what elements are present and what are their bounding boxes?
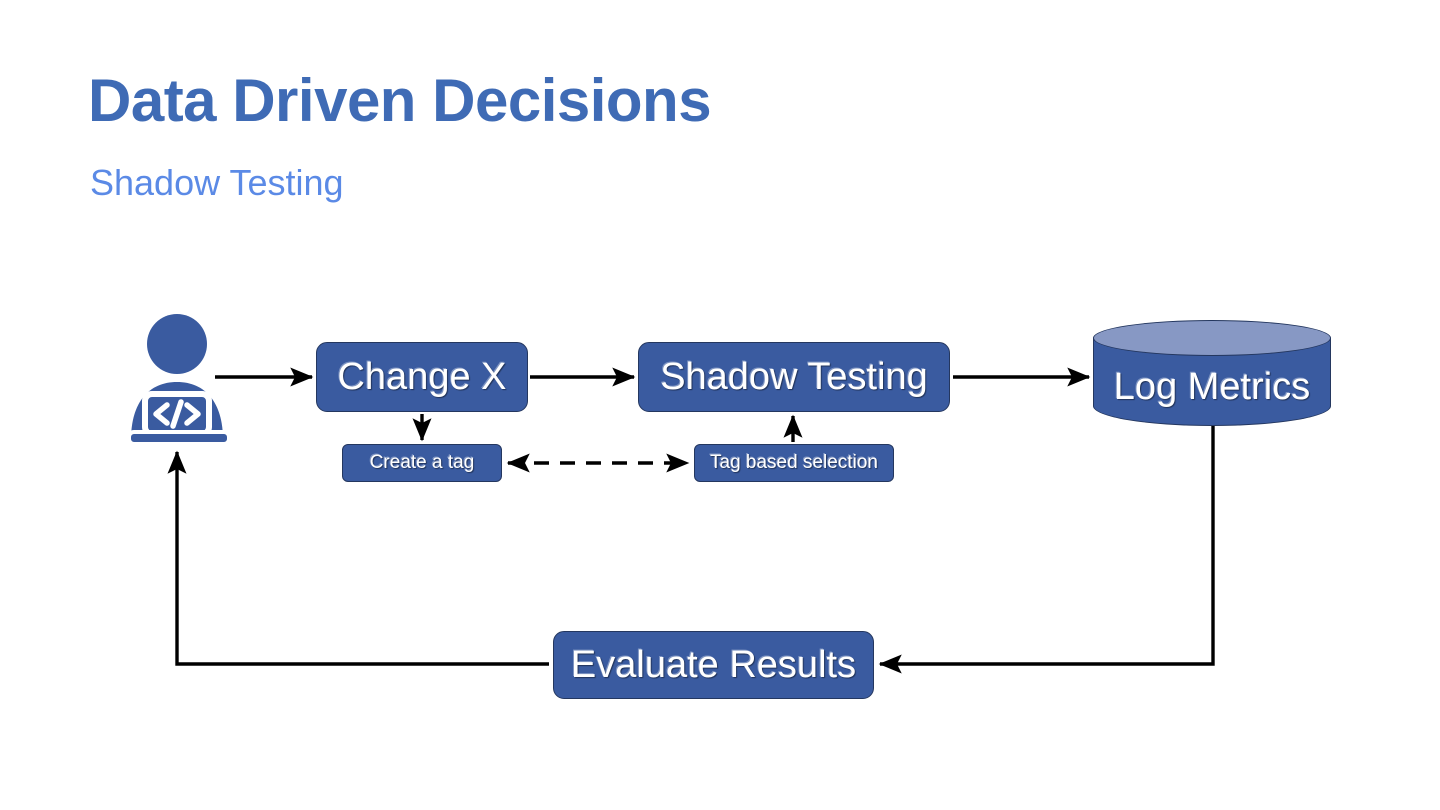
cylinder-body — [1093, 338, 1331, 426]
node-create-a-tag[interactable]: Create a tag — [342, 444, 502, 482]
node-change-x-label: Change X — [337, 355, 507, 398]
node-shadow-testing-label: Shadow Testing — [660, 355, 928, 398]
code-glyph-icon — [153, 399, 201, 429]
node-evaluate-results[interactable]: Evaluate Results — [553, 631, 874, 699]
node-create-a-tag-label: Create a tag — [369, 452, 475, 473]
node-change-x[interactable]: Change X — [316, 342, 528, 412]
connector-log-to-evaluate — [878, 424, 1215, 674]
page-title: Data Driven Decisions — [88, 67, 712, 134]
developer-icon — [127, 314, 231, 444]
node-log-metrics-label: Log Metrics — [1113, 365, 1311, 408]
page-subtitle: Shadow Testing — [90, 162, 344, 203]
node-evaluate-results-label: Evaluate Results — [570, 643, 857, 686]
node-log-metrics[interactable]: Log Metrics — [1093, 320, 1331, 426]
developer-head-icon — [147, 314, 207, 374]
node-tag-based-selection[interactable]: Tag based selection — [694, 444, 894, 482]
node-tag-based-selection-label: Tag based selection — [710, 452, 878, 473]
laptop-base-icon — [127, 430, 231, 444]
connector-evaluate-to-developer — [167, 450, 549, 666]
cylinder-top-ellipse — [1093, 320, 1331, 356]
node-shadow-testing[interactable]: Shadow Testing — [638, 342, 950, 412]
